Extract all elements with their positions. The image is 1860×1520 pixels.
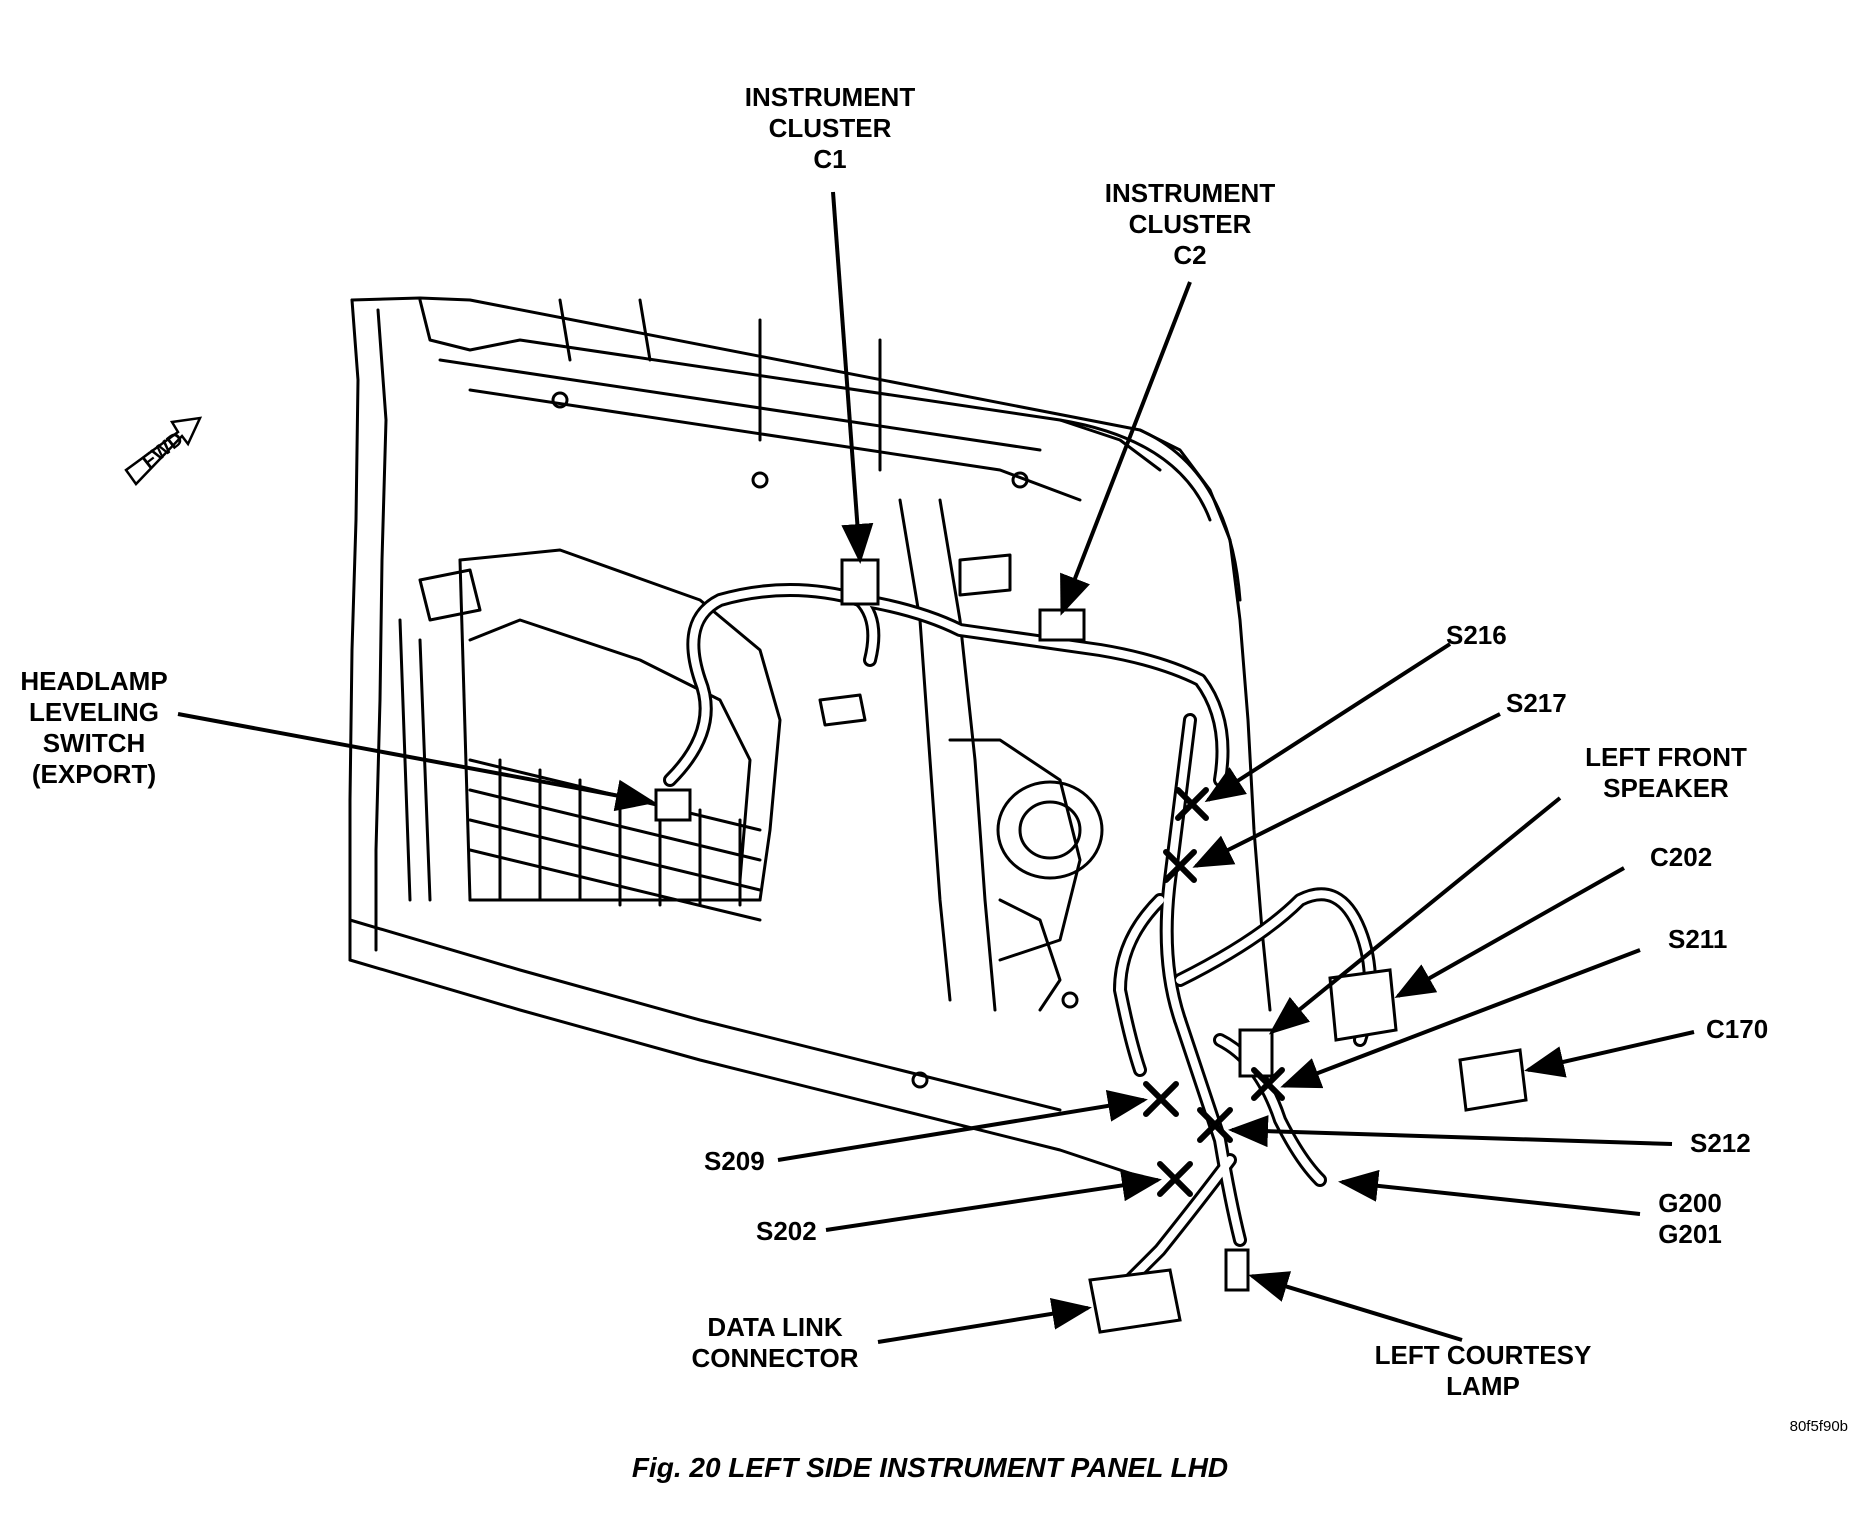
- leader-left-courtesy-lamp: [1248, 1271, 1463, 1342]
- courtesy-lamp-socket: [1224, 1248, 1250, 1292]
- label-line: LEVELING: [28, 697, 159, 727]
- label-line: C1: [813, 144, 847, 174]
- leader-data-link-connector: [877, 1297, 1092, 1344]
- leader-s202: [825, 1169, 1162, 1232]
- label-s209: S209: [704, 1146, 765, 1177]
- label-s216: S216: [1446, 620, 1507, 651]
- s216-splice-mark: [1175, 787, 1209, 821]
- data-link-connector-body: [1088, 1268, 1182, 1334]
- label-line: CONNECTOR: [691, 1343, 859, 1373]
- leader-instrument-cluster-c1: [831, 191, 874, 564]
- leader-s211: [1280, 948, 1641, 1089]
- label-left-courtesy-lamp: LEFT COURTESY LAMP: [1368, 1340, 1598, 1402]
- label-left-front-speaker: LEFT FRONT SPEAKER: [1566, 742, 1766, 804]
- label-instrument-cluster-c1: INSTRUMENT CLUSTER C1: [730, 82, 930, 175]
- label-instrument-cluster-c2: INSTRUMENT CLUSTER C2: [1090, 178, 1290, 271]
- label-line: C202: [1650, 842, 1713, 872]
- label-line: SWITCH: [42, 728, 146, 758]
- s217-splice-mark: [1163, 849, 1197, 883]
- label-line: (EXPORT): [31, 759, 157, 789]
- label-line: S217: [1506, 688, 1567, 718]
- leader-c170: [1524, 1030, 1695, 1078]
- label-line: G200: [1658, 1188, 1722, 1218]
- label-line: LEFT FRONT: [1585, 742, 1747, 772]
- label-line: C2: [1173, 240, 1207, 270]
- label-headlamp-leveling-switch: HEADLAMP LEVELING SWITCH (EXPORT): [4, 666, 184, 790]
- figure-caption: Fig. 20 LEFT SIDE INSTRUMENT PANEL LHD: [631, 1452, 1229, 1483]
- label-line: INSTRUMENT: [744, 82, 916, 112]
- s209-splice-mark: [1143, 1081, 1179, 1117]
- label-line: LEFT COURTESY: [1374, 1340, 1592, 1370]
- label-s202: S202: [756, 1216, 817, 1247]
- label-line: S209: [704, 1146, 765, 1176]
- s212-splice-mark: [1197, 1107, 1233, 1143]
- label-line: S216: [1446, 620, 1507, 650]
- label-g200-g201: G200 G201: [1640, 1188, 1740, 1250]
- label-c202: C202: [1650, 842, 1712, 873]
- instrument-cluster-c1-connector: [840, 558, 880, 606]
- label-line: S202: [756, 1216, 817, 1246]
- label-s217: S217: [1506, 688, 1567, 719]
- splice-markers: [1143, 787, 1285, 1197]
- headlamp-switch-connector: [654, 788, 692, 822]
- label-line: CLUSTER: [768, 113, 892, 143]
- connectors: [654, 558, 1528, 1334]
- label-line: LAMP: [1446, 1371, 1520, 1401]
- leader-g200-g201: [1338, 1169, 1641, 1216]
- leader-instrument-cluster-c2: [1060, 281, 1192, 616]
- leader-c202: [1394, 866, 1625, 998]
- label-s212: S212: [1690, 1128, 1751, 1159]
- instrument-cluster-c2-connector: [1038, 608, 1086, 642]
- label-line: S212: [1690, 1128, 1751, 1158]
- label-c170: C170: [1706, 1014, 1768, 1045]
- leader-s209: [777, 1090, 1148, 1162]
- leader-headlamp-switch: [177, 712, 656, 812]
- label-line: INSTRUMENT: [1104, 178, 1276, 208]
- label-line: CLUSTER: [1128, 209, 1252, 239]
- label-line: C170: [1706, 1014, 1769, 1044]
- figure-reference-code: 80f5f90b: [1789, 1418, 1848, 1435]
- label-line: S211: [1668, 924, 1728, 954]
- leader-s217: [1192, 712, 1501, 868]
- label-data-link-connector: DATA LINK CONNECTOR: [680, 1312, 870, 1374]
- leader-s216: [1204, 642, 1452, 803]
- label-line: SPEAKER: [1603, 773, 1729, 803]
- leader-s212: [1228, 1115, 1673, 1148]
- s202-splice-mark: [1157, 1161, 1193, 1197]
- fwd-arrow-badge: FWD: [124, 416, 203, 486]
- leader-lines: [177, 191, 1695, 1344]
- c202-connector: [1328, 968, 1398, 1042]
- s211-splice-mark: [1251, 1067, 1285, 1101]
- leader-left-front-speaker: [1268, 796, 1562, 1035]
- label-line: DATA LINK: [707, 1312, 843, 1342]
- label-line: HEADLAMP: [20, 666, 168, 696]
- label-s211: S211: [1668, 924, 1727, 955]
- label-line: G201: [1658, 1219, 1722, 1249]
- c170-connector: [1458, 1048, 1528, 1112]
